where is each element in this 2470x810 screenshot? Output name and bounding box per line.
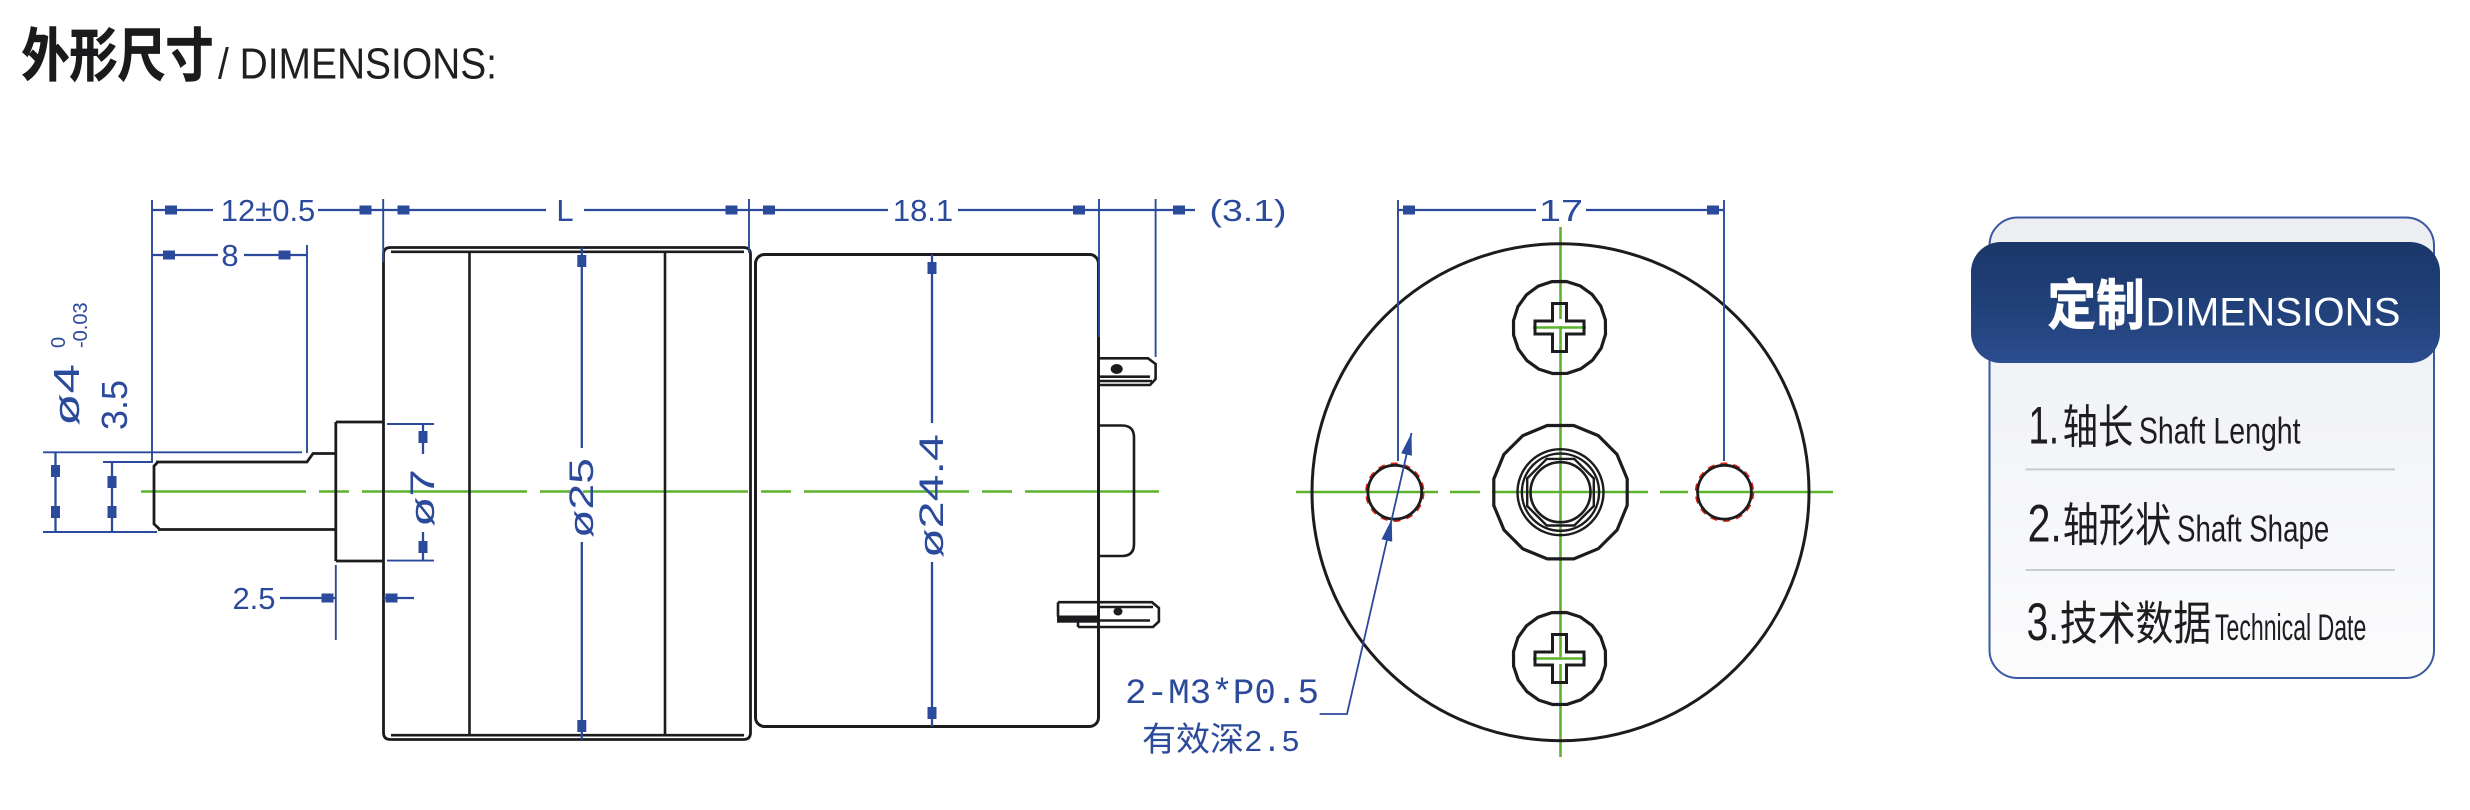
svg-text:DIMENSIONS: DIMENSIONS — [2146, 291, 2401, 335]
svg-text:17: 17 — [1539, 193, 1583, 228]
svg-text:3.5: 3.5 — [94, 380, 135, 430]
svg-text:ø7: ø7 — [404, 469, 442, 527]
svg-text:ø25: ø25 — [563, 458, 601, 538]
svg-text:-0.03: -0.03 — [70, 302, 92, 348]
svg-text:ø24.4: ø24.4 — [913, 434, 951, 558]
svg-text:8: 8 — [221, 238, 238, 273]
svg-text:1.: 1. — [2029, 396, 2060, 455]
svg-text:18.1: 18.1 — [893, 193, 953, 228]
svg-text:12±0.5: 12±0.5 — [221, 193, 316, 228]
svg-text:2.5: 2.5 — [232, 581, 275, 616]
svg-text:ø4: ø4 — [46, 364, 87, 426]
svg-text:轴长: 轴长 — [2063, 388, 2133, 457]
svg-text:L: L — [556, 193, 573, 228]
svg-text:(3.1): (3.1) — [1210, 193, 1287, 228]
svg-text:/ DIMENSIONS:: / DIMENSIONS: — [218, 41, 497, 89]
svg-text:Technical Date: Technical Date — [2215, 607, 2366, 648]
svg-text:2.: 2. — [2028, 494, 2062, 553]
svg-text:Shaft Shape: Shaft Shape — [2177, 508, 2329, 549]
svg-text:外形尺寸: 外形尺寸 — [22, 9, 214, 93]
svg-text:0: 0 — [48, 337, 70, 348]
svg-text:3.: 3. — [2027, 593, 2059, 652]
svg-text:技术数据: 技术数据 — [2060, 585, 2211, 654]
svg-text:有效深2.5: 有效深2.5 — [1142, 712, 1300, 761]
svg-text:Shaft Lenght: Shaft Lenght — [2139, 410, 2301, 451]
svg-text:2-M3*P0.5: 2-M3*P0.5 — [1125, 674, 1319, 714]
svg-text:轴形状: 轴形状 — [2063, 486, 2171, 555]
svg-text:定制: 定制 — [2048, 261, 2145, 341]
